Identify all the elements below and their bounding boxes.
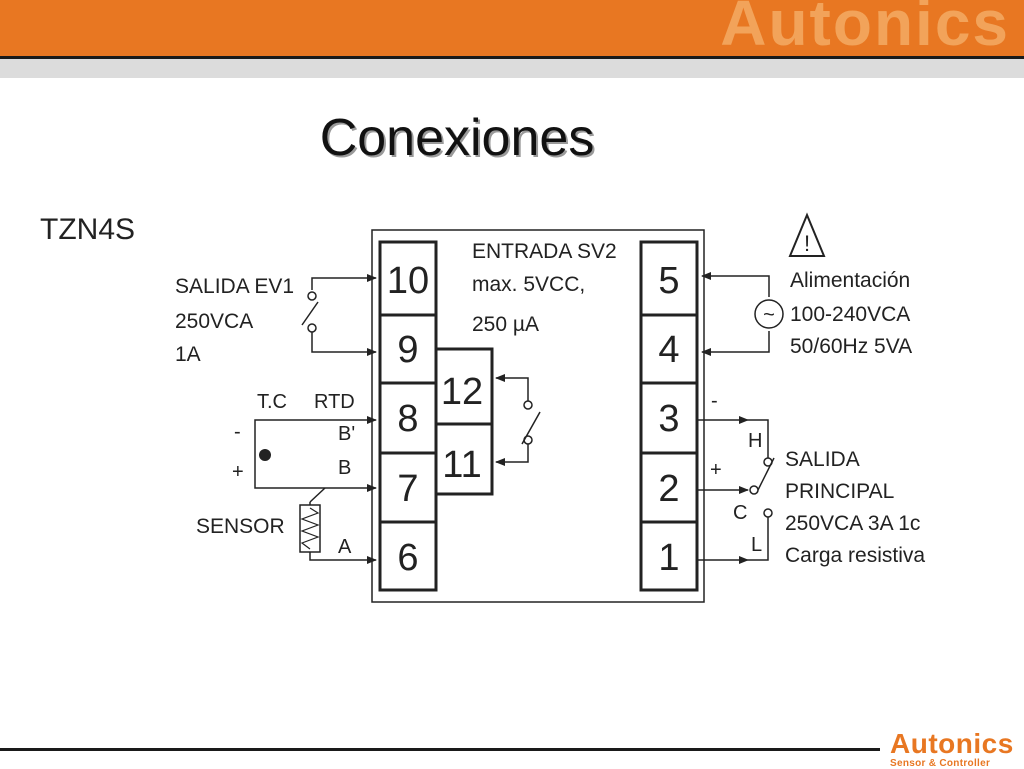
terminal-12: 12 <box>441 371 483 413</box>
tc-minus-label: - <box>234 421 241 443</box>
main-out-l-label: L <box>751 534 762 556</box>
model-label: TZN4S <box>40 213 135 246</box>
terminal-8: 8 <box>397 398 418 440</box>
ev1-output-line-2: 250VCA <box>175 310 253 333</box>
header-brand-logo: Autonics <box>720 0 1010 56</box>
main-out-h-label: H <box>748 430 762 452</box>
footer-brand-logo: Autonics Sensor & Controller <box>890 730 1020 769</box>
ev1-output-switch <box>301 274 377 356</box>
terminal-11: 11 <box>442 444 481 486</box>
thermocouple-junction <box>259 449 271 461</box>
warning-icon: ! <box>788 212 826 257</box>
tc-plus-label: + <box>232 461 244 483</box>
terminal-1: 1 <box>658 537 679 579</box>
main-out-c-label: C <box>733 502 747 524</box>
input-sv2-line-2: max. 5VCC, <box>472 273 585 296</box>
sv2-input-switch <box>495 374 541 466</box>
ev1-output-line-3: 1A <box>175 343 201 366</box>
main-output-line-3: 250VCA 3A 1c <box>785 512 920 535</box>
power-wiring <box>701 272 784 356</box>
svg-text:!: ! <box>804 231 810 256</box>
terminal-3: 3 <box>658 398 679 440</box>
main-output-line-4: Carga resistiva <box>785 544 925 567</box>
footer-divider <box>0 748 880 751</box>
terminal-2: 2 <box>658 468 679 510</box>
main-out-minus-label: - <box>711 390 718 412</box>
rtd-b-prime-label: B' <box>338 423 355 445</box>
terminal-6: 6 <box>397 537 418 579</box>
terminal-frame-mid <box>434 347 494 496</box>
sensor-label: SENSOR <box>196 515 285 538</box>
terminal-frame-right <box>639 240 699 592</box>
rtd-b-label: B <box>338 457 351 479</box>
slide-title: Conexiones <box>319 109 595 167</box>
terminal-9: 9 <box>397 329 418 371</box>
main-out-plus-label: + <box>710 459 722 481</box>
power-line-3: 50/60Hz 5VA <box>790 335 912 358</box>
ev1-output-line-1: SALIDA EV1 <box>175 275 294 298</box>
footer-brand-name: Autonics <box>890 728 1014 759</box>
main-output-relay <box>697 416 775 564</box>
input-sv2-line-1: ENTRADA SV2 <box>472 240 617 263</box>
main-output-line-2: PRINCIPAL <box>785 480 894 503</box>
input-sv2-line-3: 250 µA <box>472 313 539 336</box>
header-banner: Autonics <box>0 0 1024 56</box>
terminal-7: 7 <box>397 468 418 510</box>
footer-tagline: Sensor & Controller <box>890 758 991 769</box>
ac-source-symbol: ~ <box>763 304 775 326</box>
terminal-10: 10 <box>387 260 429 302</box>
rtd-a-label: A <box>338 536 352 558</box>
terminal-4: 4 <box>658 329 679 371</box>
header-divider <box>0 56 1024 59</box>
header-shadow-band <box>0 59 1024 78</box>
main-output-line-1: SALIDA <box>785 448 860 471</box>
power-line-2: 100-240VCA <box>790 303 910 326</box>
terminal-5: 5 <box>658 260 679 302</box>
sensor-wiring <box>254 416 377 564</box>
power-line-1: Alimentación <box>790 269 910 292</box>
rtd-resistor <box>299 504 321 553</box>
rtd-label: RTD <box>314 391 355 413</box>
tc-label: T.C <box>257 391 287 413</box>
